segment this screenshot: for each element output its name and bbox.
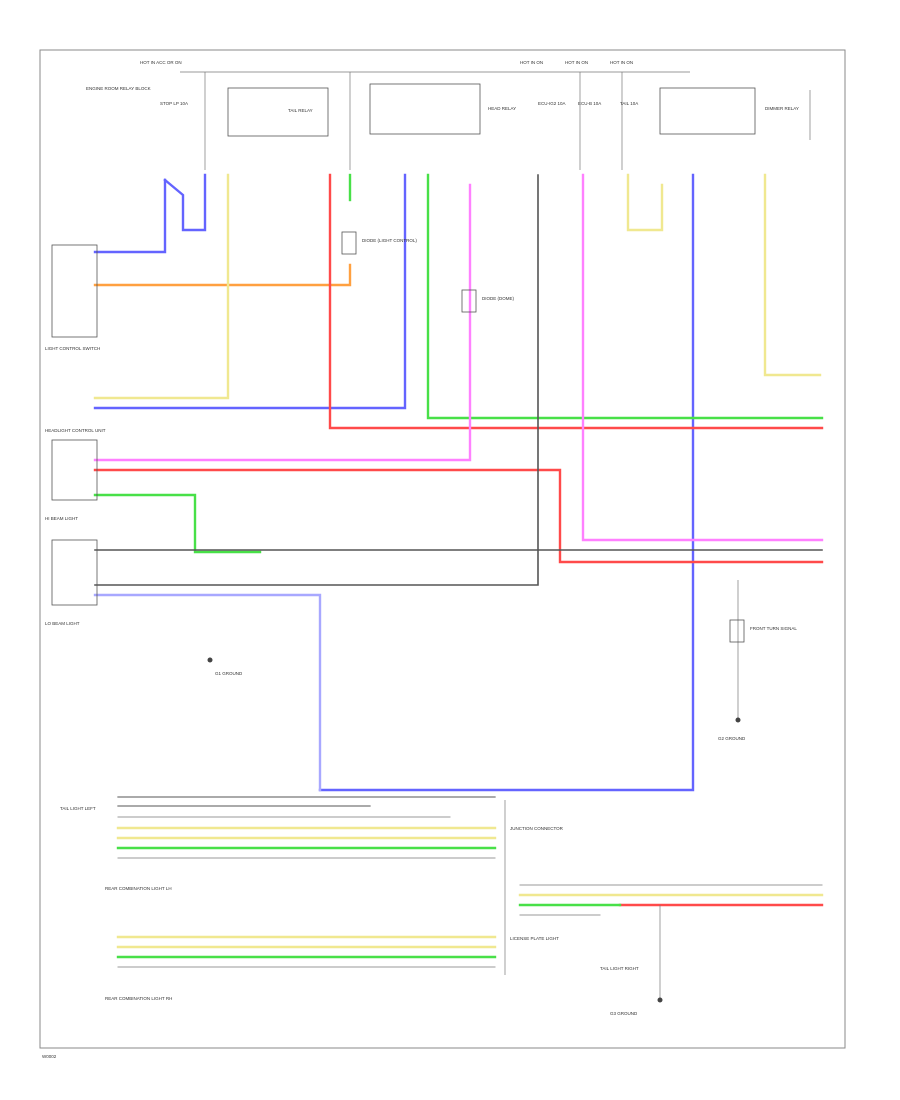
- orange-wire: [93, 263, 352, 287]
- beam-connector-box: [51, 539, 98, 606]
- hot-label-3: HOT IN ON: [565, 60, 588, 65]
- hot-label-1: HOT IN ACC OR ON: [140, 60, 182, 65]
- pink-wire: [93, 183, 472, 462]
- dimmer-relay-label: DIMMER RELAY: [765, 106, 799, 111]
- license-label: LICENSE PLATE LIGHT: [510, 936, 559, 941]
- junction-label: JUNCTION CONNECTOR: [510, 826, 564, 831]
- tail-left-label: TAIL LIGHT LEFT: [60, 806, 96, 811]
- blue-wire: [163, 173, 207, 232]
- diode-1-box: [341, 231, 357, 255]
- hi-beam-label: HI BEAM LIGHT: [45, 516, 78, 521]
- engine-relay-label: ENGINE ROOM RELAY BLOCK: [86, 86, 151, 91]
- front-turn-label: FRONT TURN SIGNAL: [750, 626, 797, 631]
- fuse-left-label: STOP LP 10A: [160, 101, 188, 106]
- tail-relay-box: [227, 87, 329, 137]
- blue-wire: [93, 173, 407, 410]
- dimmer-relay-box: [659, 87, 756, 135]
- diode-2-box: [461, 289, 477, 313]
- gray-wire: [94, 174, 539, 586]
- violet-wire: [93, 593, 322, 792]
- ground-icon: [657, 997, 663, 1003]
- combo-lamp-r-label: REAR COMBINATION LIGHT RH: [105, 996, 172, 1001]
- fuse-r1-label: ECU-IG2 10A: [538, 101, 566, 106]
- combo-lamp-l-label: REAR COMBINATION LIGHT LH: [105, 886, 172, 891]
- hot-label-4: HOT IN ON: [610, 60, 633, 65]
- yellow-wire: [763, 173, 822, 377]
- fuse-r3-label: TAIL 10A: [620, 101, 638, 106]
- head-relay-label: HEAD RELAY: [488, 106, 516, 111]
- red-wire: [93, 468, 824, 564]
- pink-wire: [581, 173, 824, 542]
- hot-label-2: HOT IN ON: [520, 60, 543, 65]
- head-relay-box: [369, 83, 481, 135]
- diagram-frame: [39, 49, 846, 1049]
- yellow-wire: [626, 173, 664, 232]
- yellow-wire: [93, 173, 230, 400]
- front-turn-box: [729, 619, 745, 643]
- page-id: W0002: [42, 1054, 57, 1059]
- ground-icon: [735, 717, 741, 723]
- light-switch-label: LIGHT CONTROL SWITCH: [45, 346, 100, 351]
- tail-relay-label: TAIL RELAY: [288, 108, 313, 113]
- blue-wire: [93, 178, 167, 254]
- control-unit-label: HEADLIGHT CONTROL UNIT: [45, 428, 106, 433]
- lo-beam-label: LO BEAM LIGHT: [45, 621, 80, 626]
- ground-icon: [207, 657, 213, 663]
- green-wire: [93, 493, 262, 554]
- control-unit-box: [51, 439, 98, 501]
- diode-2-label: DIODE (DOME): [482, 296, 515, 301]
- ground-1-label: G1 GROUND: [215, 671, 243, 676]
- ground-3-label: G3 GROUND: [610, 1011, 638, 1016]
- tail-right-label: TAIL LIGHT RIGHT: [600, 966, 639, 971]
- ground-2-label: G2 GROUND: [718, 736, 746, 741]
- red-wire: [328, 173, 824, 430]
- diode-1-label: DIODE (LIGHT CONTROL): [362, 238, 417, 243]
- light-switch-box: [51, 244, 98, 338]
- blue-wire: [318, 173, 695, 792]
- green-wire: [426, 173, 824, 420]
- fuse-r2-label: ECU-B 10A: [578, 101, 601, 106]
